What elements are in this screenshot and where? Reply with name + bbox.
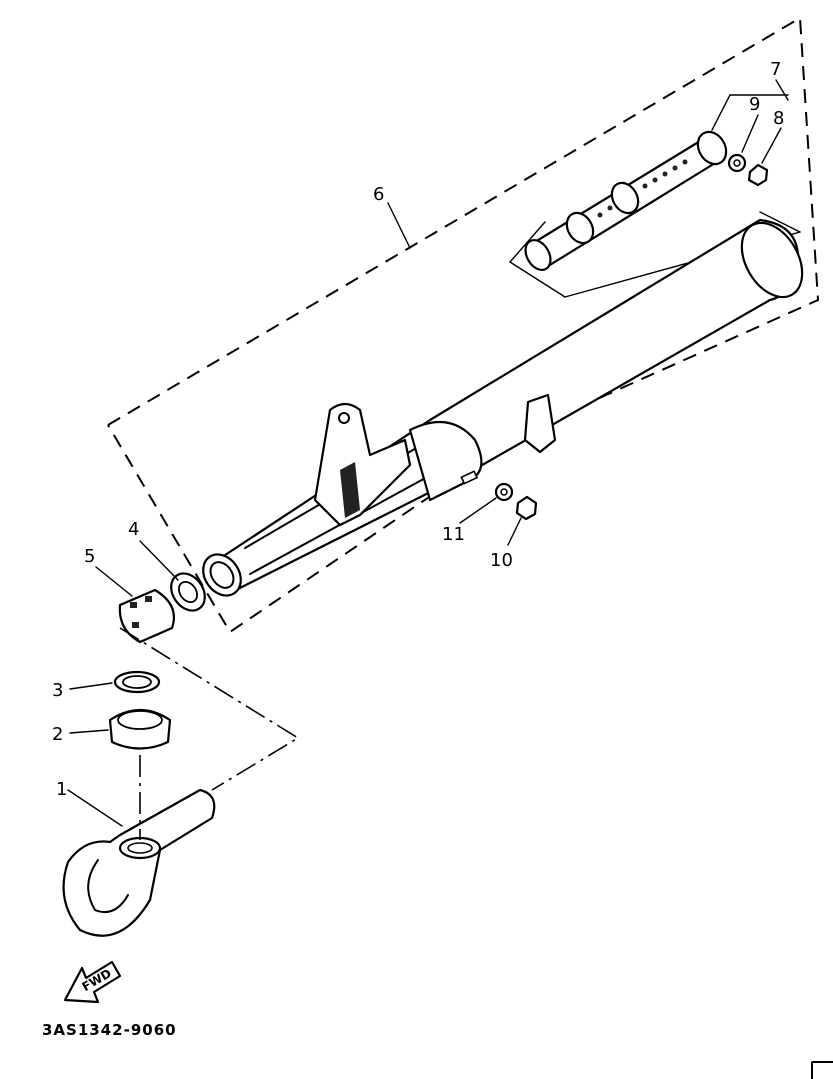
nut-2 — [108, 709, 172, 750]
gasket-4 — [170, 572, 206, 612]
gasket-3 — [113, 670, 161, 694]
callout-2: 2 — [52, 724, 63, 745]
muffler-body — [202, 218, 804, 597]
inner-pipe-7 — [524, 130, 728, 272]
callout-5: 5 — [84, 546, 95, 567]
callout-3: 3 — [52, 680, 63, 701]
joint-5 — [118, 588, 176, 644]
callout-6: 6 — [373, 184, 384, 205]
washer-11 — [494, 482, 514, 502]
fwd-arrow: FWD — [63, 960, 122, 1004]
nut-10 — [515, 495, 538, 521]
corner-mark — [811, 1061, 833, 1079]
nut-8 — [747, 163, 769, 187]
alignment-lines — [119, 627, 300, 840]
callout-1: 1 — [56, 779, 67, 800]
washer-9 — [727, 153, 747, 173]
callout-7: 7 — [770, 59, 781, 80]
callout-10: 10 — [490, 550, 513, 571]
callout-8: 8 — [773, 108, 784, 129]
callout-11: 11 — [442, 524, 465, 545]
callout-labels: 1 2 3 4 5 6 7 8 9 10 11 — [52, 59, 784, 800]
leader-lines — [67, 79, 789, 827]
part-code: 3AS1342-9060 — [42, 1021, 177, 1039]
exhaust-pipe-1 — [62, 788, 216, 937]
callout-4: 4 — [128, 519, 139, 540]
callout-9: 9 — [749, 94, 760, 115]
assembly-6-boundary — [107, 16, 820, 634]
